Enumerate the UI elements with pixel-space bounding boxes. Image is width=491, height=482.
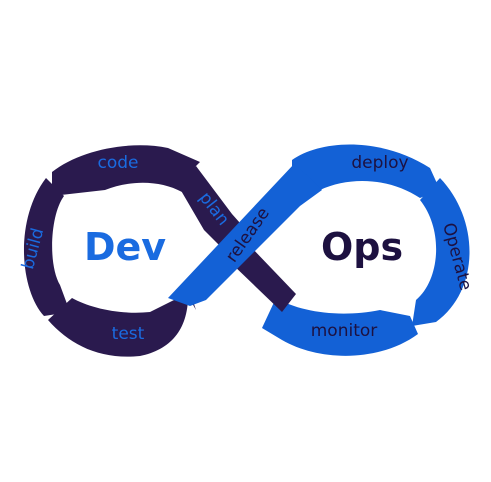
ops-loop-deploy-segment bbox=[292, 144, 440, 198]
ops-loop bbox=[168, 144, 470, 356]
dev-loop bbox=[23, 145, 248, 357]
stage-label-code: code bbox=[98, 153, 139, 173]
ops-hub-label: Ops bbox=[321, 225, 403, 269]
stage-label-deploy: deploy bbox=[351, 153, 408, 173]
dev-loop-test-segment bbox=[48, 292, 196, 357]
ops-loop-return-segment bbox=[230, 246, 296, 312]
ops-loop-operate-segment bbox=[412, 178, 470, 326]
ops-loop-monitor-segment bbox=[262, 298, 418, 356]
stage-label-test: test bbox=[112, 324, 145, 344]
dev-loop-plan-segment bbox=[176, 166, 248, 252]
release-band bbox=[168, 164, 322, 306]
dev-hub-label: Dev bbox=[84, 225, 166, 269]
dev-loop-code-segment bbox=[52, 145, 200, 196]
stage-label-monitor: monitor bbox=[311, 321, 378, 341]
dev-loop-build-segment bbox=[23, 178, 70, 316]
